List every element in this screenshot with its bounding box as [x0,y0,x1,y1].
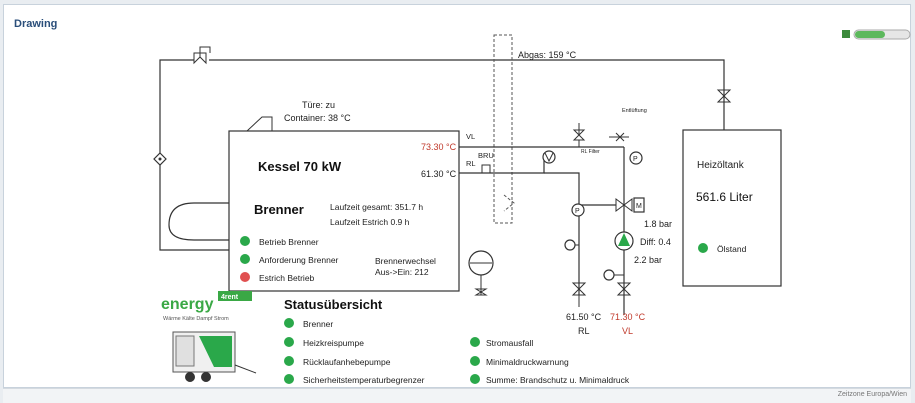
svg-text:P: P [575,208,580,215]
boiler-hood [246,116,273,132]
burner-status-label: Betrieb Brenner [259,237,319,247]
pressure-top: 1.8 bar [644,219,672,229]
vent-cross [615,132,625,142]
rl-pump-icon [542,150,556,164]
laufzeit-estrich: Laufzeit Estrich 0.9 h [330,217,410,227]
kessel-title: Kessel 70 kW [258,159,342,174]
status-label: Stromausfall [486,338,533,348]
status-lamp [284,318,294,328]
bru-tag: BRU [478,151,494,160]
status-label: Summe: Brandschutz u. Minimaldruck [486,375,630,385]
pipe-left-upper [159,59,194,165]
brenner-title: Brenner [254,202,304,217]
footer-bar: Zeitzone Europa/Wien [3,388,911,403]
trailer-image [172,331,257,382]
pressure-gauge-left-icon: P [571,203,585,217]
vent-valve-icon [572,123,586,141]
abgas-label: Abgas: 159 °C [518,50,577,60]
status-label: Rücklaufanhebepumpe [303,357,391,367]
logo-tag: 4rent [221,294,239,301]
rl-valve-icon [571,282,587,296]
vl-temp: 73.30 °C [421,142,457,152]
status-label: Brenner [303,319,333,329]
boiler-box [228,130,460,292]
pipe-left-lower [159,165,229,251]
pipe-top [209,59,725,130]
pressure-gauge-icon: P [629,151,643,165]
status-lamp [240,236,250,246]
status-lamp [470,337,480,347]
svg-text:P: P [633,156,638,163]
outlet-stubs [578,295,625,307]
rl-tag: RL [466,159,476,168]
tank-level: 561.6 Liter [696,190,753,204]
burner-status-list: Betrieb Brenner Anforderung Brenner Estr… [240,236,339,283]
status-label: Heizkreispumpe [303,338,364,348]
status-lamp [284,337,294,347]
thermometer-vl-icon [603,269,624,281]
status-lamp [284,356,294,366]
brennerwechsel-label: Brennerwechsel [375,256,436,266]
expansion-vessel-icon [468,250,494,296]
vl-valve-icon [616,282,632,296]
burner-status-label: Anforderung Brenner [259,255,339,265]
rl-out-label: RL [578,326,590,336]
vl-tag: VL [466,132,475,141]
vl-pump-icon [614,231,634,251]
door-label: Türe: zu [302,100,335,110]
entlueftung-label: Entlüftung [622,108,647,114]
aus-ein-label: Aus->Ein: 212 [375,267,429,277]
tank-status-lamp [698,243,708,253]
status-label: Minimaldruckwarnung [486,357,569,367]
oil-tank [682,129,782,287]
chimney [493,34,513,224]
diff-label: Diff: 0.4 [640,237,671,247]
power-toggle[interactable] [842,27,912,45]
bru-fitting [481,164,491,173]
rl-out-temp: 61.50 °C [566,312,602,322]
pipe-rl-down [544,172,580,295]
mixing-valve-icon: M [615,197,645,213]
schematic: Abgas: 159 °C Türe: zu Container: 38 °C … [153,34,782,385]
tank-status-label: Ölstand [717,244,747,254]
status-col2: Stromausfall Minimaldruckwarnung Summe: … [470,337,630,385]
status-col1: Brenner Heizkreispumpe Rücklaufanhebepum… [284,318,425,385]
top-fitting-icon [193,46,211,65]
svg-text:M: M [636,203,642,210]
status-lamp [470,374,480,384]
laufzeit-gesamt: Laufzeit gesamt: 351.7 h [330,202,423,212]
panel-title: Drawing [14,18,58,30]
toggle-icon[interactable] [842,28,912,40]
flue-slope [503,194,515,212]
timezone-label: Zeitzone Europa/Wien [837,391,907,398]
vl-out-temp: 71.30 °C [610,312,646,322]
valve-right-icon [716,89,732,103]
drawing-panel: Drawing Abgas: 159 °C [3,4,911,388]
rl-filter-label: RL Filter [581,149,600,155]
status-lamp [240,272,250,282]
container-label: Container: 38 °C [284,113,351,123]
logo-tagline: Wärme Kälte Dampf Strom [163,316,229,322]
logo-tag-bg [218,291,252,301]
burner-status-label: Estrich Betrieb [259,273,315,283]
tank-title: Heizöltank [697,160,745,171]
valve-left-icon [153,152,167,166]
status-lamp [240,254,250,264]
status-lamp [284,374,294,384]
thermometer-rl-icon [564,239,579,251]
pipe-curve [168,202,229,241]
status-lamp [470,356,480,366]
status-label: Sicherheitstemperaturbegrenzer [303,375,425,385]
rl-temp: 61.30 °C [421,169,457,179]
vl-out-label: VL [622,326,633,336]
pressure-bottom: 2.2 bar [634,255,662,265]
logo-word: energy [161,296,214,313]
status-title: Statusübersicht [284,297,383,312]
